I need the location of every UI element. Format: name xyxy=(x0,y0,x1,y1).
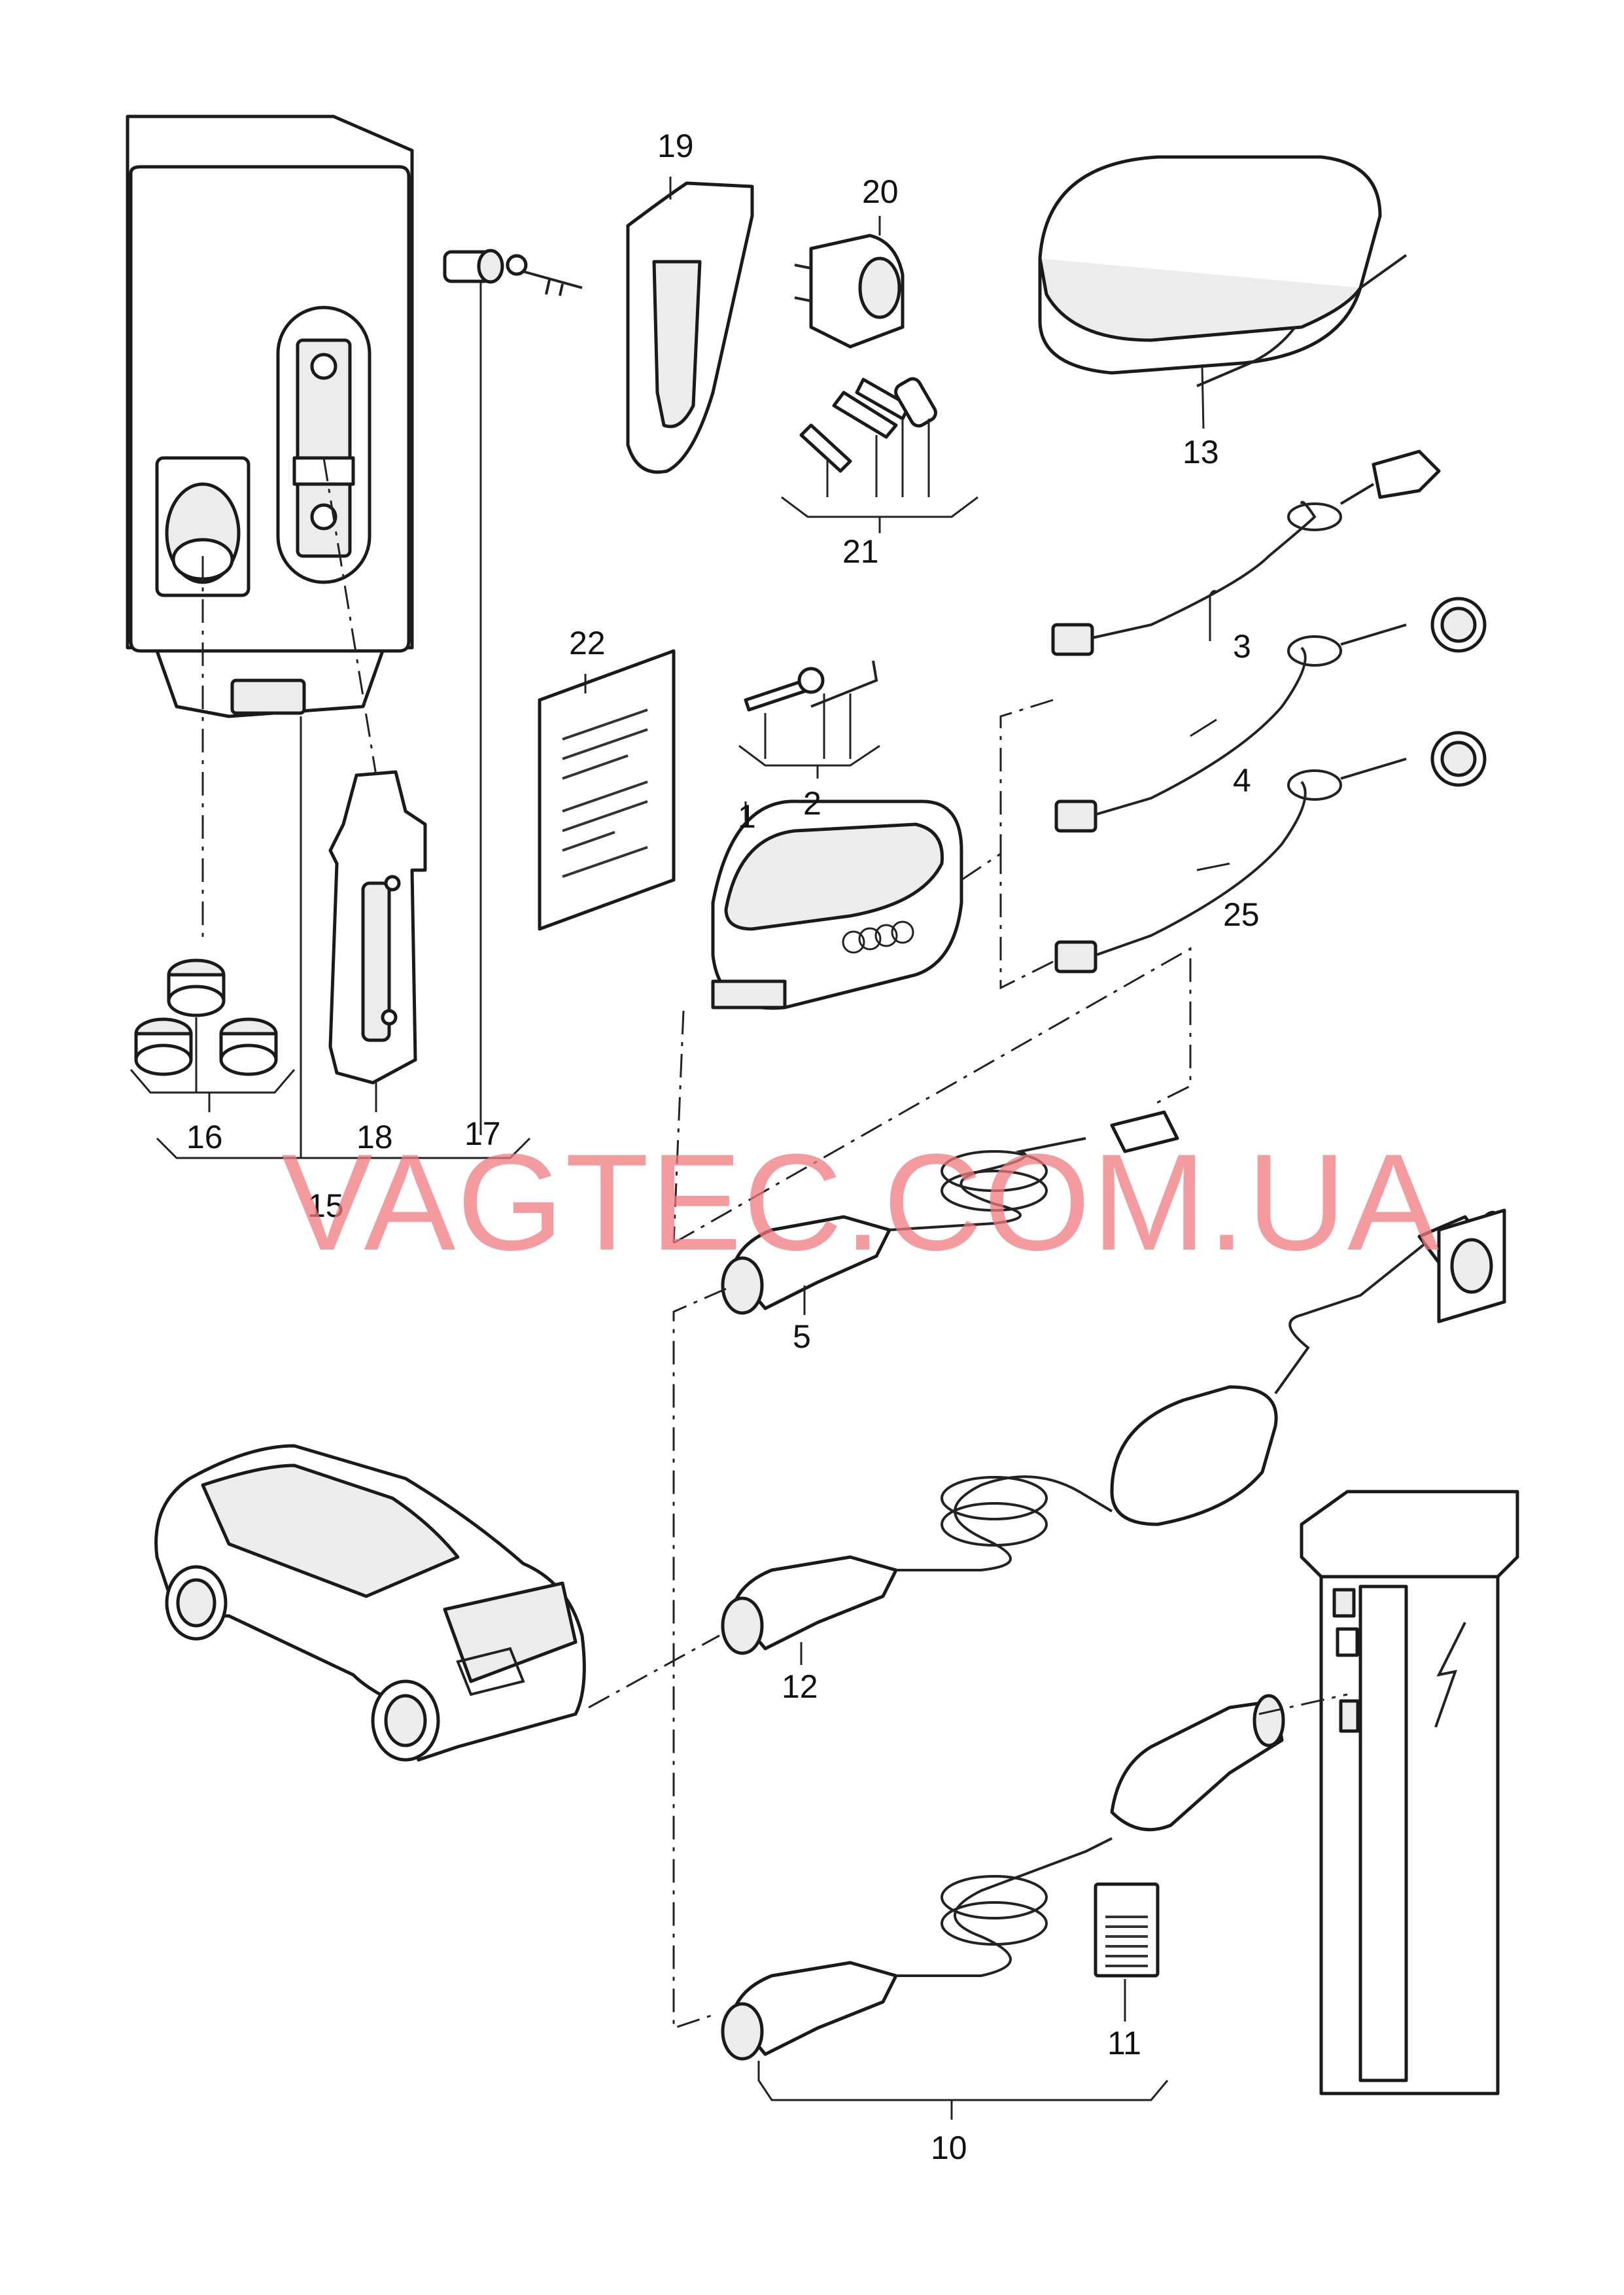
callout-18: 18 xyxy=(356,1119,393,1155)
callout-21: 21 xyxy=(842,533,879,570)
control-unit-icon xyxy=(711,799,963,1010)
wall-socket-icon xyxy=(1437,1208,1506,1323)
callout-3: 3 xyxy=(1233,628,1251,665)
cable-4-icon xyxy=(1054,597,1487,833)
callout-12: 12 xyxy=(782,1668,818,1705)
callout-2: 2 xyxy=(803,785,821,822)
callout-1: 1 xyxy=(738,798,756,835)
charging-cable-5-icon xyxy=(721,1110,1179,1315)
charging-station-icon xyxy=(1300,1490,1519,2095)
mounting-plate-icon xyxy=(328,770,427,1085)
car-icon xyxy=(154,1444,586,1762)
charging-cable-10-icon xyxy=(721,1694,1285,2061)
cable-holder-icon xyxy=(626,181,754,474)
wallbox-housing-icon xyxy=(126,114,414,718)
callout-11: 11 xyxy=(1107,2025,1141,2061)
callout-22: 22 xyxy=(569,625,606,661)
watermark: VAGTEC.COM.UA xyxy=(281,1125,1440,1279)
screws-icon xyxy=(781,377,978,533)
callout-20: 20 xyxy=(862,173,899,210)
callout-15: 15 xyxy=(307,1187,344,1224)
callout-10: 10 xyxy=(931,2129,967,2166)
callout-17: 17 xyxy=(464,1115,501,1152)
cable-3-icon xyxy=(1051,449,1441,656)
callout-16: 16 xyxy=(186,1119,223,1155)
bolt-key-icon xyxy=(738,660,880,779)
storage-bag-icon xyxy=(1038,155,1408,387)
cover-caps-icon xyxy=(134,958,278,1076)
callout-5: 5 xyxy=(793,1318,811,1355)
leader-lines xyxy=(130,177,1348,2120)
cable-25-icon xyxy=(1054,731,1487,973)
callout-13: 13 xyxy=(1183,434,1219,470)
callout-25: 25 xyxy=(1223,896,1260,933)
callout-19: 19 xyxy=(657,128,694,164)
plug-adapter-icon xyxy=(794,234,905,349)
instruction-sheet-icon xyxy=(538,649,676,931)
callout-4: 4 xyxy=(1233,762,1251,799)
lock-cylinder-icon xyxy=(443,249,583,296)
